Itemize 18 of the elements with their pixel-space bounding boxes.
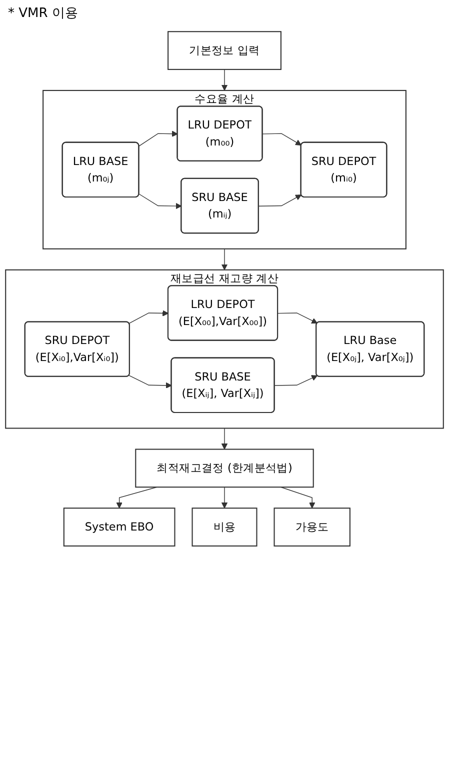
node-box: 가용도	[274, 508, 350, 546]
arrow	[128, 310, 169, 324]
note-text: * VMR 이용	[8, 5, 79, 22]
node-box: 비용	[192, 508, 258, 546]
arrow	[278, 312, 318, 324]
arrow	[221, 486, 228, 508]
node-box: System EBO	[63, 508, 176, 546]
arrow	[262, 133, 302, 146]
arrow	[221, 428, 228, 450]
arrow	[274, 375, 318, 386]
arrow	[138, 194, 182, 210]
node-box: 기본정보 입력	[168, 31, 282, 70]
arrow	[221, 69, 228, 91]
node-box: 최적재고결정 (한계분석법)	[135, 448, 314, 488]
arrow	[138, 130, 178, 146]
arrow	[258, 194, 302, 206]
arrow	[128, 375, 172, 388]
arrow	[221, 248, 228, 270]
